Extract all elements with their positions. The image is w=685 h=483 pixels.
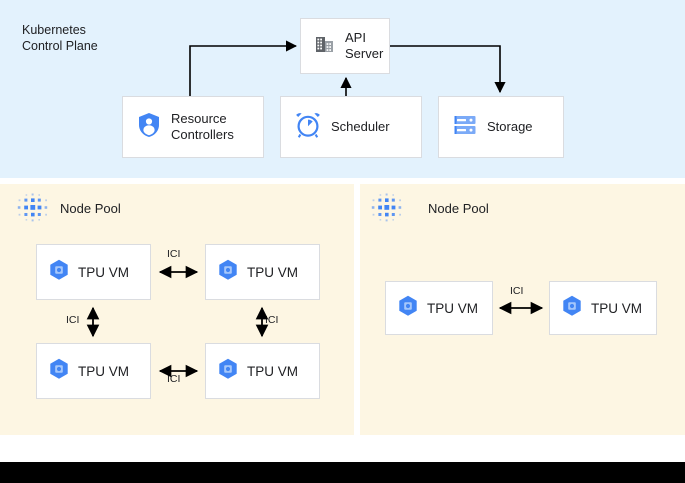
node-pool-left-title: Node Pool <box>60 201 121 216</box>
tpu-vm-label: TPU VM <box>591 300 643 316</box>
api-server-label: API Server <box>345 30 384 61</box>
cluster-dots-icon <box>370 193 406 231</box>
resource-controllers-label: Resource Controllers <box>171 111 234 142</box>
resource-controllers-box[interactable]: Resource Controllers <box>122 96 264 158</box>
tpu-vm-label: TPU VM <box>247 363 299 379</box>
scheduler-box[interactable]: Scheduler <box>280 96 422 158</box>
cluster-dots-icon <box>16 193 52 231</box>
tpu-hexagon-icon <box>49 358 69 385</box>
ici-link-label: ICI <box>510 285 524 297</box>
tpu-vm-box[interactable]: TPU VM <box>385 281 493 335</box>
alarm-clock-icon <box>295 112 321 143</box>
tpu-hexagon-icon <box>218 259 238 286</box>
shield-user-icon <box>137 112 161 143</box>
tpu-hexagon-icon <box>398 295 418 322</box>
storage-label: Storage <box>487 119 533 134</box>
api-server-box[interactable]: API Server <box>300 18 390 74</box>
building-icon <box>315 34 335 59</box>
tpu-vm-label: TPU VM <box>427 300 479 316</box>
server-stack-icon <box>453 113 477 142</box>
scheduler-label: Scheduler <box>331 119 390 134</box>
tpu-hexagon-icon <box>49 259 69 286</box>
tpu-vm-box[interactable]: TPU VM <box>549 281 657 335</box>
storage-box[interactable]: Storage <box>438 96 564 158</box>
ici-link-label: ICI <box>167 248 181 260</box>
tpu-vm-box[interactable]: TPU VM <box>205 244 320 300</box>
tpu-vm-box[interactable]: TPU VM <box>36 343 151 399</box>
ici-link-label: ICI <box>265 314 279 326</box>
bottom-bar <box>0 462 685 483</box>
ici-link-label: ICI <box>167 373 181 385</box>
tpu-vm-box[interactable]: TPU VM <box>205 343 320 399</box>
tpu-hexagon-icon <box>562 295 582 322</box>
tpu-vm-label: TPU VM <box>247 264 299 280</box>
tpu-vm-box[interactable]: TPU VM <box>36 244 151 300</box>
ici-link-label: ICI <box>66 314 80 326</box>
tpu-vm-label: TPU VM <box>78 264 130 280</box>
node-pool-right-title: Node Pool <box>428 201 489 216</box>
tpu-hexagon-icon <box>218 358 238 385</box>
control-plane-title: Kubernetes Control Plane <box>22 23 98 53</box>
tpu-vm-label: TPU VM <box>78 363 130 379</box>
